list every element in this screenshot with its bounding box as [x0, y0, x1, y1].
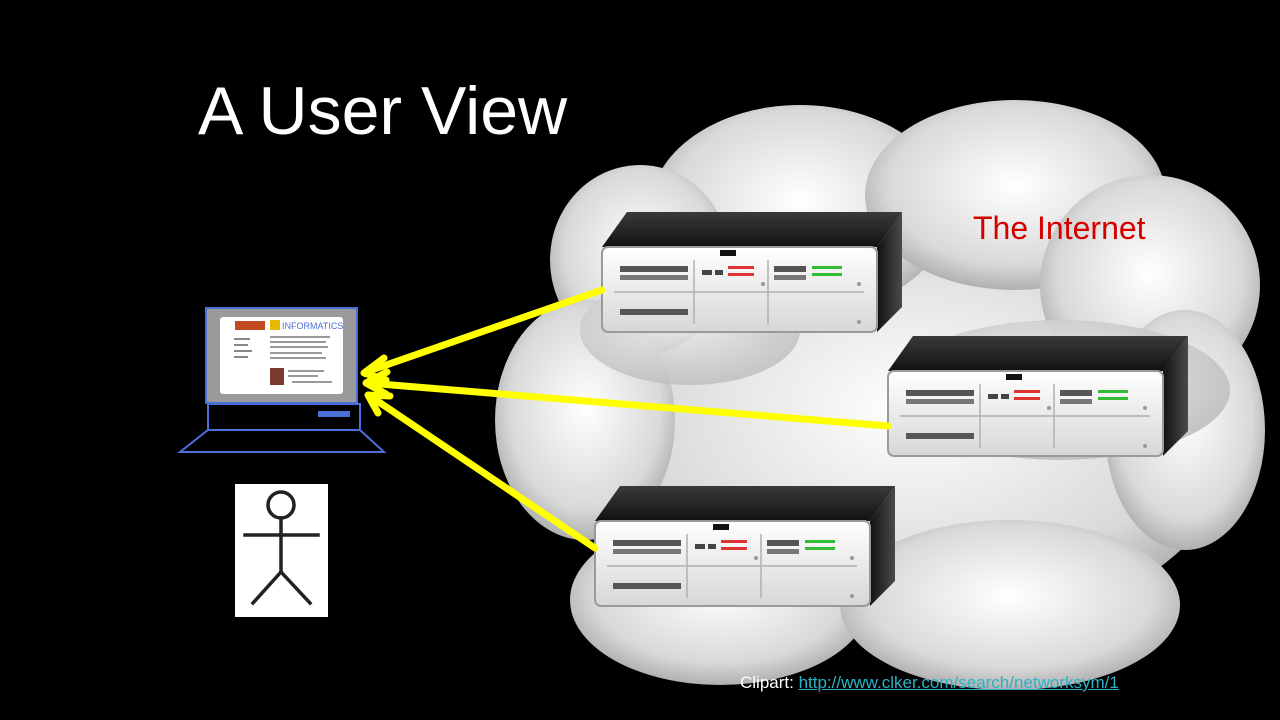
laptop-logo-text: INFORMATICS: [282, 321, 343, 331]
clipart-credit: Clipart: http://www.clker.com/search/net…: [740, 673, 1119, 693]
credit-prefix: Clipart:: [740, 673, 799, 692]
arrow-icon: [362, 368, 892, 430]
laptop-icon: INFORMATICS: [177, 307, 387, 453]
cloud-label: The Internet: [973, 210, 1146, 246]
credit-link[interactable]: http://www.clker.com/search/networksym/1: [798, 673, 1119, 692]
server-rack-icon: [887, 335, 1189, 457]
arrow-icon: [364, 391, 599, 552]
stick-figure-icon: [235, 484, 328, 617]
server-rack-icon: [594, 485, 896, 607]
server-rack-icon: [601, 211, 903, 333]
slide-title: A User View: [198, 73, 568, 149]
